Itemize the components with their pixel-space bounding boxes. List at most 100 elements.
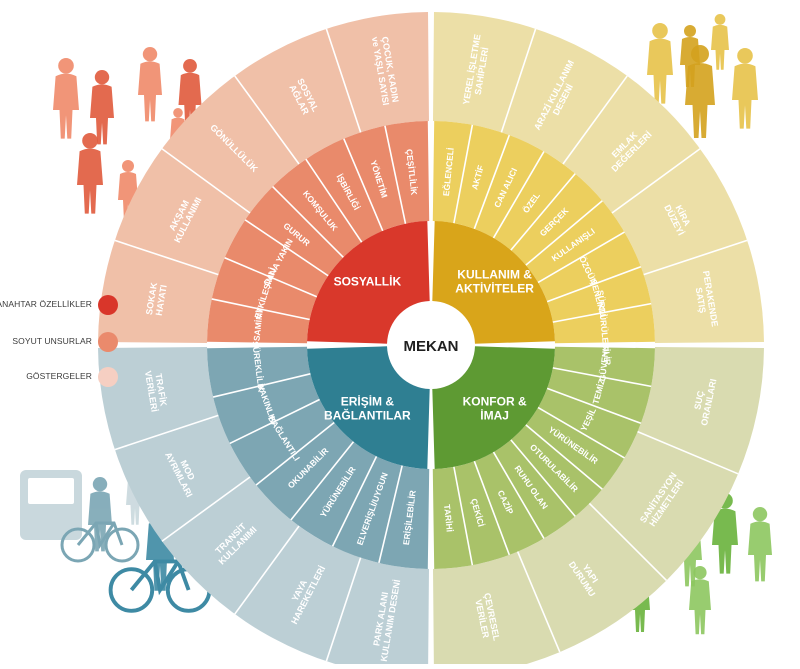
intangible-label: GÜVENLİ (597, 343, 611, 382)
legend-label: SOYUT UNSURLAR (12, 336, 92, 346)
body (647, 38, 673, 104)
intangible-divider (552, 367, 652, 388)
intangible-divider (211, 298, 310, 321)
body (680, 37, 700, 87)
head (92, 477, 108, 492)
body (90, 84, 114, 145)
legend-label: GÖSTERGELER (26, 371, 92, 381)
erisim-key-attribute-ring (307, 346, 430, 469)
title-line: AKTİVİTELER (455, 280, 534, 295)
person-figure (732, 48, 758, 129)
kullanim-intangible-ring (432, 121, 655, 344)
indicator-divider (516, 551, 561, 653)
intangible-divider (525, 424, 603, 490)
indicator-divider (588, 502, 668, 582)
intangible-divider (537, 231, 625, 284)
intangible-divider (537, 406, 625, 459)
intangible-divider (552, 302, 652, 323)
body (138, 61, 162, 122)
title-line: KONFOR & (463, 395, 527, 409)
body (178, 72, 202, 131)
intangible-divider (453, 466, 474, 566)
quadrant-title: SOSYALLİK (334, 273, 402, 288)
indicator-divider (234, 75, 300, 165)
head (693, 566, 707, 580)
legend-measurements: GÖSTERGELER (6, 367, 118, 387)
intangible-divider (255, 421, 335, 486)
indicator-divider (161, 476, 251, 542)
intangible-divider (272, 186, 344, 258)
label-line: EĞLENCELİ (440, 147, 456, 197)
indicator-divider (643, 239, 748, 276)
indicator-divider (637, 430, 739, 475)
intangible-divider (525, 200, 603, 266)
body (689, 579, 711, 635)
legend-label: ANAHTAR ÖZELLİKLER (0, 299, 92, 309)
indicator-divider (611, 148, 701, 214)
intangible-divider (546, 265, 642, 303)
intangible-divider (453, 124, 474, 224)
wheel (60, 527, 96, 563)
indicator-divider (500, 28, 537, 133)
title-line: KULLANIM & (457, 267, 532, 281)
intangible-divider (473, 460, 511, 556)
label-line: GÜVENLİ (597, 343, 611, 382)
person-figure (647, 23, 673, 104)
intangible-divider (290, 441, 355, 521)
intangible-divider (331, 456, 378, 547)
head (752, 507, 768, 522)
person-figure (711, 13, 729, 70)
intangible-divider (473, 134, 511, 230)
head (173, 108, 183, 118)
head (684, 25, 696, 37)
center-label: MEKAN (404, 338, 459, 355)
center-circle (391, 305, 471, 385)
person-figure (680, 25, 700, 87)
person-figure (77, 133, 103, 214)
intangible-divider (510, 173, 576, 251)
intangible-divider (244, 219, 329, 277)
body (732, 63, 758, 129)
intangible-divider (384, 125, 407, 224)
indicator-divider (234, 525, 300, 615)
legend-swatch-salmon (98, 332, 118, 352)
indicator-divider (161, 148, 251, 214)
body (748, 521, 772, 582)
label-line: SUÇ (692, 389, 706, 410)
legend-key-attributes: ANAHTAR ÖZELLİKLER (0, 295, 118, 315)
intangible-divider (510, 439, 576, 517)
kullanim-indicator-ring (433, 12, 764, 343)
body (712, 508, 738, 574)
title-line: SOSYALLİK (334, 273, 402, 288)
intangible-divider (229, 398, 320, 445)
intangible-label: SAMİMİ (251, 310, 264, 342)
intangible-label: TARİHİ (442, 504, 455, 533)
label-line: SATIŞ (694, 287, 708, 314)
indicator-divider (114, 414, 219, 451)
label-line: TARİHİ (442, 504, 455, 533)
intangible-divider (378, 465, 403, 564)
indicator-divider (325, 557, 362, 662)
intangible-label: EĞLENCELİ (440, 147, 456, 197)
head (82, 133, 98, 149)
wheel (108, 567, 155, 613)
body (53, 73, 79, 139)
body (88, 491, 112, 552)
quadrant-title: KULLANIM &AKTİVİTELER (455, 267, 534, 295)
indicator-divider (325, 28, 362, 133)
kullanim-key-attribute-ring (432, 221, 555, 344)
person-figure (178, 59, 202, 131)
head (737, 48, 753, 64)
bus-window (28, 478, 74, 504)
intangible-divider (212, 373, 311, 398)
legend-intangibles: SOYUT UNSURLAR (6, 332, 118, 352)
head (714, 13, 726, 25)
legend-swatch-pink (98, 367, 118, 387)
body (711, 24, 729, 70)
person-figure (118, 160, 138, 222)
head (142, 47, 158, 62)
konfor-indicator-ring (433, 347, 764, 669)
person-figure (53, 58, 79, 139)
